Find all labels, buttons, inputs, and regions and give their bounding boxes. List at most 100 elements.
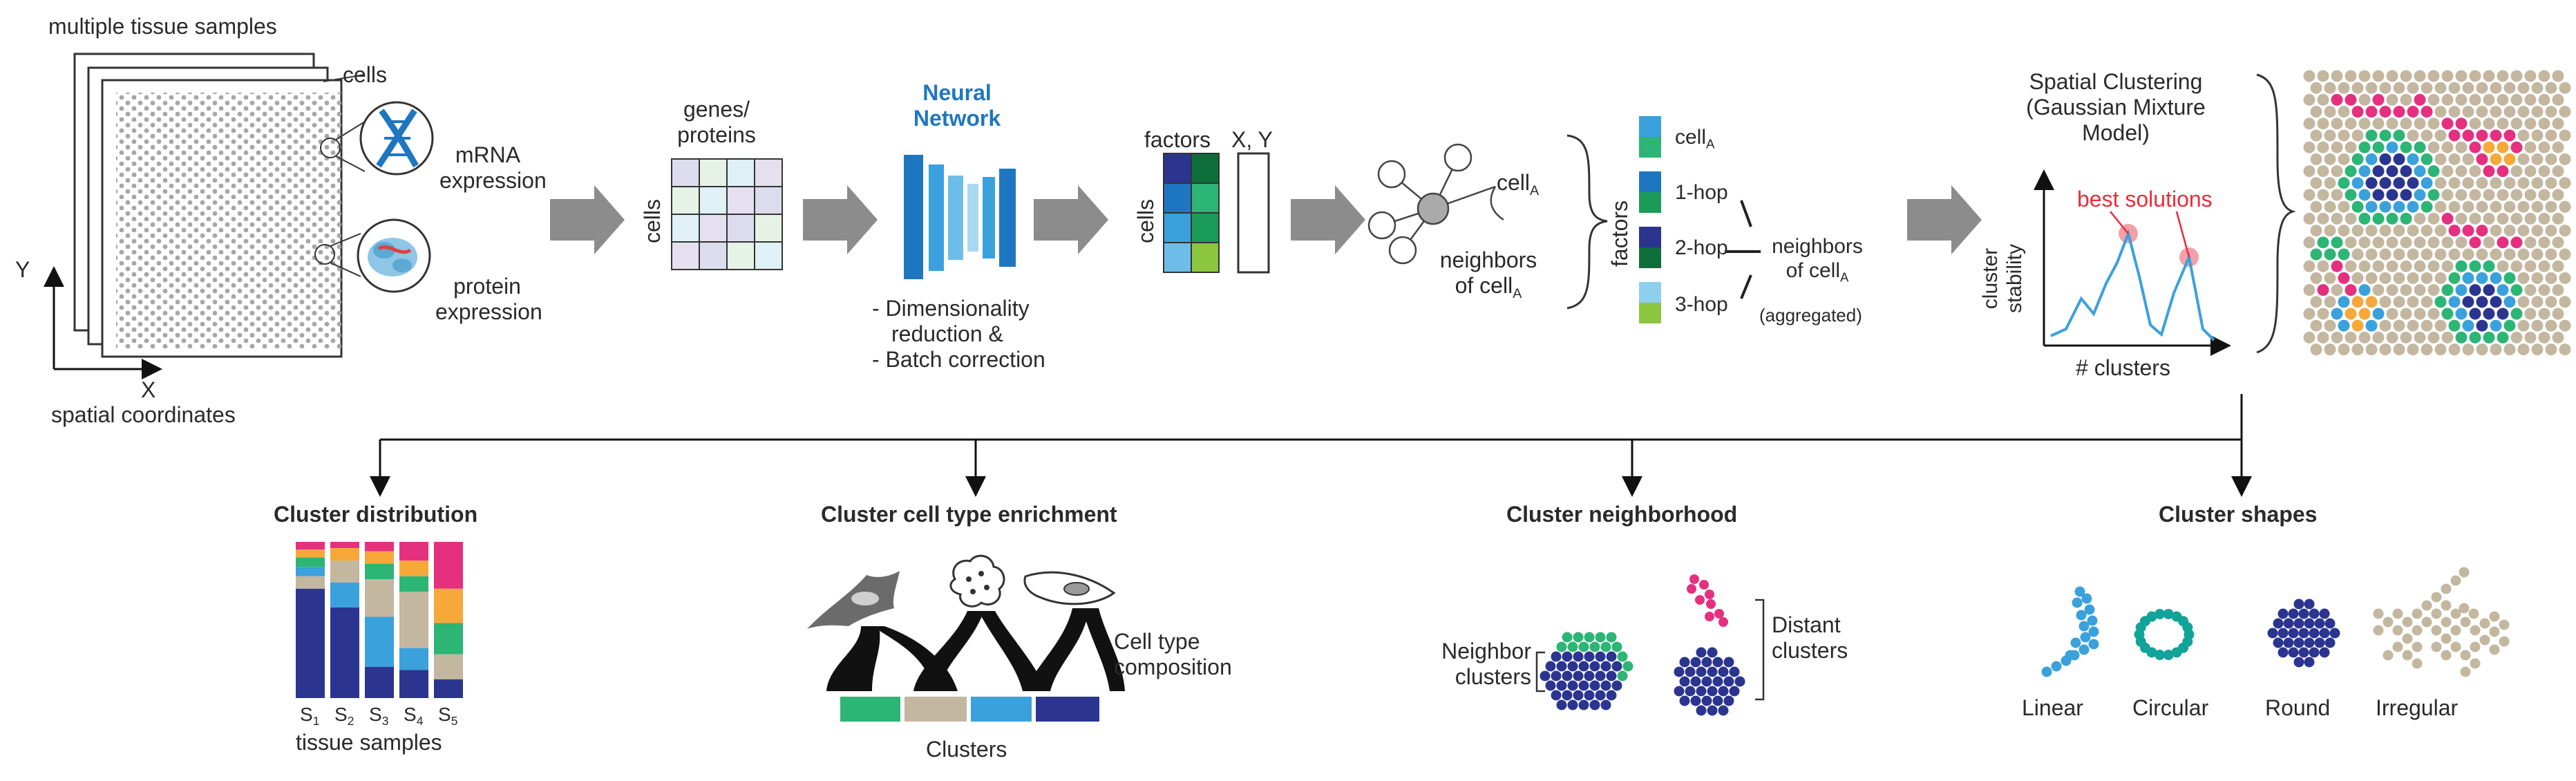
round-dot [2324,637,2336,648]
tissue-cell [2386,70,2398,82]
tissue-cell [2324,129,2336,142]
neighbor-dot [1600,699,1611,711]
tissue-cell [2427,70,2440,82]
irregular-dot [2459,567,2470,578]
tissue-cell [2517,344,2530,356]
tissue-cell [2407,296,2419,308]
distant-dot [1696,686,1707,697]
tissue-cell [2400,284,2412,297]
pink-dot [1706,599,1716,609]
tissue-cell [2490,153,2502,165]
tissue-cell [2531,106,2544,118]
tissue-cell [2345,331,2357,344]
tissue-cell [2469,212,2481,225]
tissue-cell [2427,331,2440,344]
xy-label: X, Y [1231,127,1273,152]
tissue-cell [2393,177,2405,189]
matrix-cell [699,186,728,215]
factor-cell [1191,153,1220,184]
tissue-cell [2469,165,2481,178]
tissue-cell [2324,225,2336,237]
tissue-cell [2310,296,2322,308]
round-dot [2267,628,2278,639]
round-dot [2304,637,2315,648]
matrix-cell [699,241,728,270]
tissue-cell [2351,248,2364,261]
tissue-cell [2559,200,2571,213]
cell-type-icons [807,554,1116,629]
agg-cell [1639,116,1661,137]
tissue-cell [2476,248,2488,261]
tissue-cell [2441,70,2454,82]
distribution-segment [296,549,325,558]
tissue-cell [2317,236,2329,249]
hop-connector-lines [1725,200,1761,299]
irregular-dot [2479,634,2490,646]
tissue-cell [2503,319,2516,332]
neighbor-dot [1606,690,1617,701]
tissue-cell [2421,248,2433,261]
branch-lines [370,394,2252,497]
flow-arrow-4 [1291,185,1365,254]
tissue-cell [2324,296,2336,308]
factor-cell [1163,212,1192,243]
tissue-cell [2372,260,2385,272]
tissue-cell [2490,200,2502,213]
tissue-cell [2407,82,2419,94]
neighborhood-clusters [1540,574,1745,716]
linear-dot [2078,621,2090,632]
tissue-cell [2338,296,2350,308]
tissue-cell [2379,177,2392,189]
tissue-cell [2448,129,2461,142]
distribution-segment [399,542,428,561]
neighbor-dot [1562,690,1573,701]
tissue-cell [2469,189,2481,201]
tissue-cell [2545,106,2557,118]
tissue-cell [2386,141,2398,153]
tissue-cell [2559,344,2571,356]
tissue-cell [2517,106,2530,118]
tissue-cell [2441,331,2454,344]
tissue-cell [2545,296,2557,308]
shape-label-circular: Circular [2132,695,2209,720]
linear-dot [2087,615,2098,626]
tissue-cell [2386,93,2398,106]
tissue-cell [2407,129,2419,142]
distant-dot [1696,647,1707,658]
neighbor-dot [1600,641,1611,652]
tissue-cell [2407,248,2419,261]
shape-label-linear: Linear [2022,695,2083,720]
tissue-cell [2331,70,2343,82]
tissue-cell [2351,344,2364,356]
neighbor-dot [1578,641,1589,652]
agg-factors-label: factors [1607,200,1632,267]
tissue-cell [2545,153,2557,165]
tissue-cell [2497,331,2509,344]
tissue-cell [2469,236,2481,249]
tissue-cell [2400,308,2412,320]
distribution-segment [296,557,325,567]
tissue-cell [2407,272,2419,284]
tissue-cell [2365,344,2378,356]
tissue-cell [2434,177,2447,189]
irregular-dot [2412,658,2423,669]
tissue-cell [2538,284,2550,297]
tissue-cell [2365,296,2378,308]
tissue-cell [2448,296,2461,308]
tissue-cell [2324,248,2336,261]
tissue-cell [2338,106,2350,118]
spatial-coordinates-label: spatial coordinates [51,402,236,427]
tissue-cell [2538,260,2550,272]
tissue-cell [2441,236,2454,249]
neighbor-dot [1573,651,1584,662]
neighbor-dot [1595,670,1606,681]
matrix-cell [671,186,700,215]
tissue-cell [2331,189,2343,201]
tissue-cell [2497,260,2509,272]
tissue-cell [2524,70,2537,82]
tissue-cell [2448,319,2461,332]
tissue-cell [2358,284,2371,297]
neighbor-dot [1622,661,1633,672]
tissue-cell [2545,272,2557,284]
